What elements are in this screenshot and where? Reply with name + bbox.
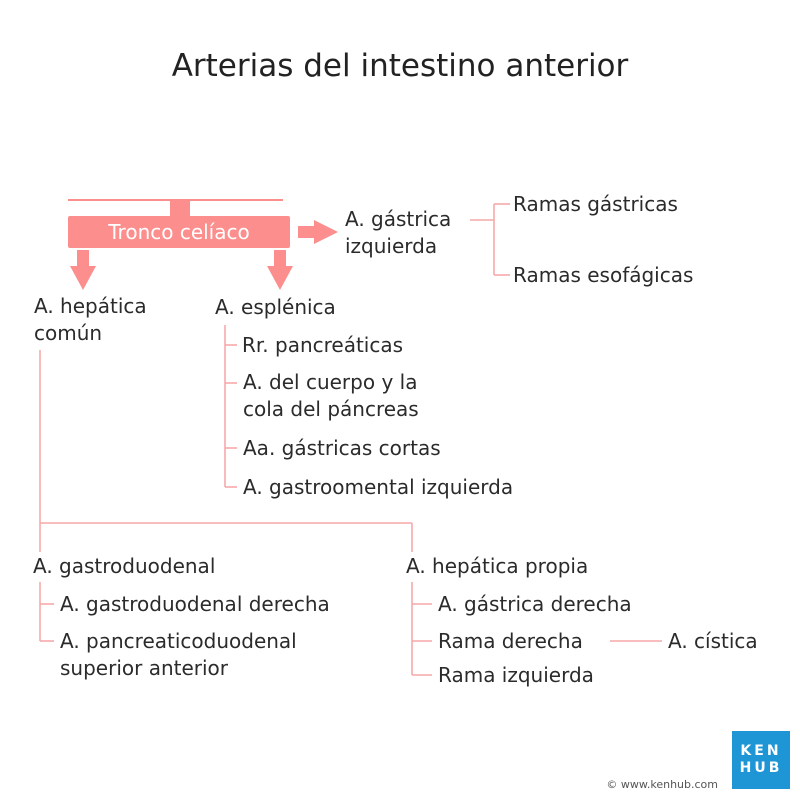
right-gastric-artery: A. gástrica derecha [438,592,632,616]
page-title: Arterias del intestino anterior [171,48,629,84]
right-arrow-shaft [298,226,316,238]
pancreatic-branches: Rr. pancreáticas [242,333,404,357]
gastroduodenal-artery: A. gastroduodenal [33,554,216,578]
down-arrow-left-shaft [77,250,89,268]
down-arrow-right-shaft [274,250,286,268]
down-arrow-left-head [70,266,96,290]
trunk-stem [170,200,190,217]
left-branch: Rama izquierda [438,663,594,687]
left-gastric-line2: izquierda [345,234,438,258]
copyright-text: © www.kenhub.com [606,778,718,791]
trunk-box [68,216,290,248]
down-arrow-right-head [267,266,293,290]
pancreaticoduodenal-line1: A. pancreaticoduodenal [60,629,297,653]
proper-hepatic-artery: A. hepática propia [406,554,589,578]
gastric-branches: Ramas gástricas [513,192,678,216]
common-hepatic-line2: común [34,321,103,345]
left-gastroomental-artery: A. gastroomental izquierda [243,475,514,499]
pancreaticoduodenal-line2: superior anterior [60,656,229,680]
common-hepatic-line1: A. hepática [34,294,147,318]
trunk-label: Tronco celíaco [108,220,250,244]
pancreaticoduodenal-artery: A. pancreaticoduodenal superior anterior [60,628,297,682]
body-tail-line1: A. del cuerpo y la [243,370,418,394]
short-gastric-arteries: Aa. gástricas cortas [243,436,441,460]
body-tail-pancreas-artery: A. del cuerpo y la cola del páncreas [243,369,419,423]
esophageal-branches: Ramas esofágicas [513,263,694,287]
right-branch: Rama derecha [438,629,583,653]
kenhub-logo[interactable]: KEN HUB [732,731,790,789]
cystic-artery: A. cística [668,629,758,653]
left-gastric-artery: A. gástrica izquierda [345,206,451,260]
logo-line2: HUB [739,760,783,776]
common-hepatic-artery: A. hepática común [34,293,147,347]
left-gastric-line1: A. gástrica [345,207,452,231]
logo-line1: KEN [740,743,782,759]
splenic-artery: A. esplénica [215,295,336,319]
right-gastroduodenal-artery: A. gastroduodenal derecha [60,592,330,616]
right-arrow-head [314,220,338,244]
body-tail-line2: cola del páncreas [243,397,419,421]
